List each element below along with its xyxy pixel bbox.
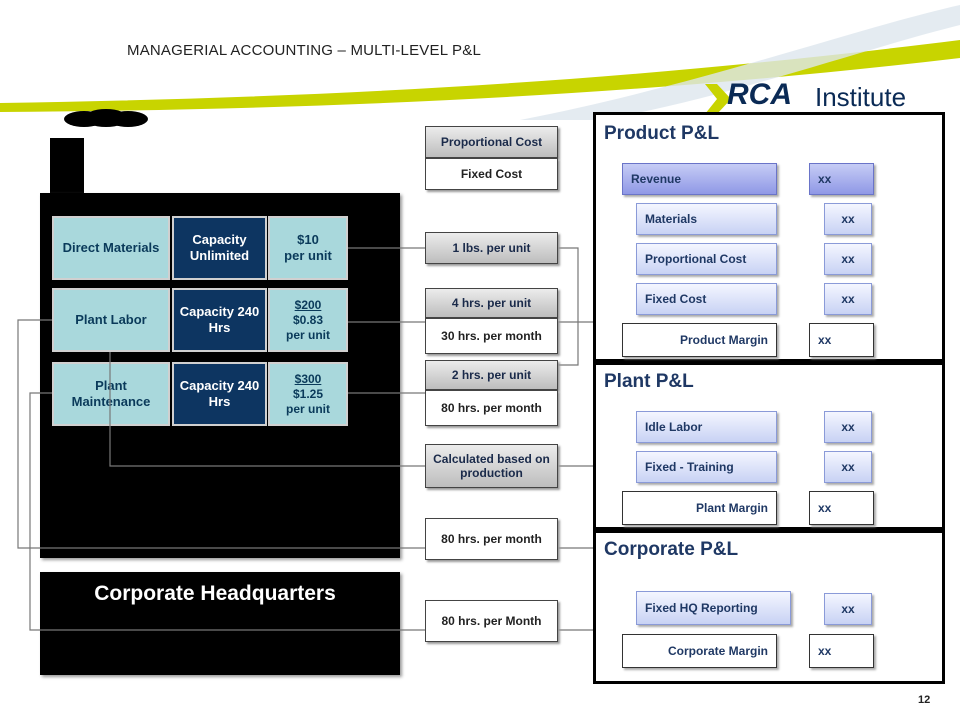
hq-title: Corporate Headquarters: [94, 582, 336, 605]
revenue-value: xx: [809, 163, 874, 195]
revenue-row: Revenue: [622, 163, 777, 195]
capacity-box: Capacity 240 Hrs: [172, 362, 267, 426]
hq-reporting-hours: 80 hrs. per Month: [425, 600, 558, 642]
plant-pl-title: Plant P&L: [604, 371, 694, 392]
fixed-cost-legend: Fixed Cost: [425, 158, 558, 190]
maintenance-usage: 2 hrs. per unit: [425, 360, 558, 390]
rate-box: $200 $0.83 per unit: [268, 288, 348, 352]
capacity-box: Capacity 240 Hrs: [172, 288, 267, 352]
product-margin-value: xx: [809, 323, 874, 357]
page-number: 12: [918, 694, 931, 706]
corporate-pl-panel: Corporate P&L Fixed HQ Reporting xx Corp…: [593, 530, 945, 684]
product-pl-panel: Product P&L Revenue xx Materials xx Prop…: [593, 112, 945, 362]
rate-box: $300 $1.25 per unit: [268, 362, 348, 426]
plant-pl-panel: Plant P&L Idle Labor xx Fixed - Training…: [593, 362, 945, 530]
plant-maintenance-box: Plant Maintenance: [52, 362, 170, 426]
proportional-cost-row: Proportional Cost: [636, 243, 777, 275]
smoke-icon: [64, 109, 148, 127]
maintenance-month: 80 hrs. per month: [425, 390, 558, 426]
direct-materials-box: Direct Materials: [52, 216, 170, 280]
logo-arrow-icon: [705, 84, 731, 114]
labor-usage: 4 hrs. per unit: [425, 288, 558, 318]
idle-labor-row: Idle Labor: [636, 411, 777, 443]
capacity-box: Capacity Unlimited: [172, 216, 267, 280]
header-swoosh: [0, 5, 960, 120]
calculated-box: Calculated based on production: [425, 444, 558, 488]
plant-margin-row: Plant Margin: [622, 491, 777, 525]
fixed-training-row: Fixed - Training: [636, 451, 777, 483]
idle-labor-value: xx: [824, 411, 872, 443]
fixed-cost-value: xx: [824, 283, 872, 315]
plant-margin-value: xx: [809, 491, 874, 525]
corporate-pl-title: Corporate P&L: [604, 539, 739, 560]
plant-labor-box: Plant Labor: [52, 288, 170, 352]
corporate-margin-value: xx: [809, 634, 874, 668]
labor-month: 30 hrs. per month: [425, 318, 558, 354]
product-margin-row: Product Margin: [622, 323, 777, 357]
corporate-headquarters: [40, 572, 400, 675]
rate-box: $10 per unit: [268, 216, 348, 280]
proportional-cost-legend: Proportional Cost: [425, 126, 558, 158]
fixed-training-value: xx: [824, 451, 872, 483]
product-pl-title: Product P&L: [604, 123, 720, 144]
fixed-hq-reporting-row: Fixed HQ Reporting: [636, 591, 791, 625]
proportional-cost-value: xx: [824, 243, 872, 275]
factory-chimney: [50, 138, 84, 198]
page-title: MANAGERIAL ACCOUNTING – MULTI-LEVEL P&L: [127, 42, 481, 59]
training-hours: 80 hrs. per month: [425, 518, 558, 560]
materials-row: Materials: [636, 203, 777, 235]
corporate-margin-row: Corporate Margin: [622, 634, 777, 668]
fixed-cost-row: Fixed Cost: [636, 283, 777, 315]
materials-usage: 1 lbs. per unit: [425, 232, 558, 264]
materials-value: xx: [824, 203, 872, 235]
fixed-hq-reporting-value: xx: [824, 593, 872, 625]
rca-logo: RCA Institute: [705, 78, 955, 114]
